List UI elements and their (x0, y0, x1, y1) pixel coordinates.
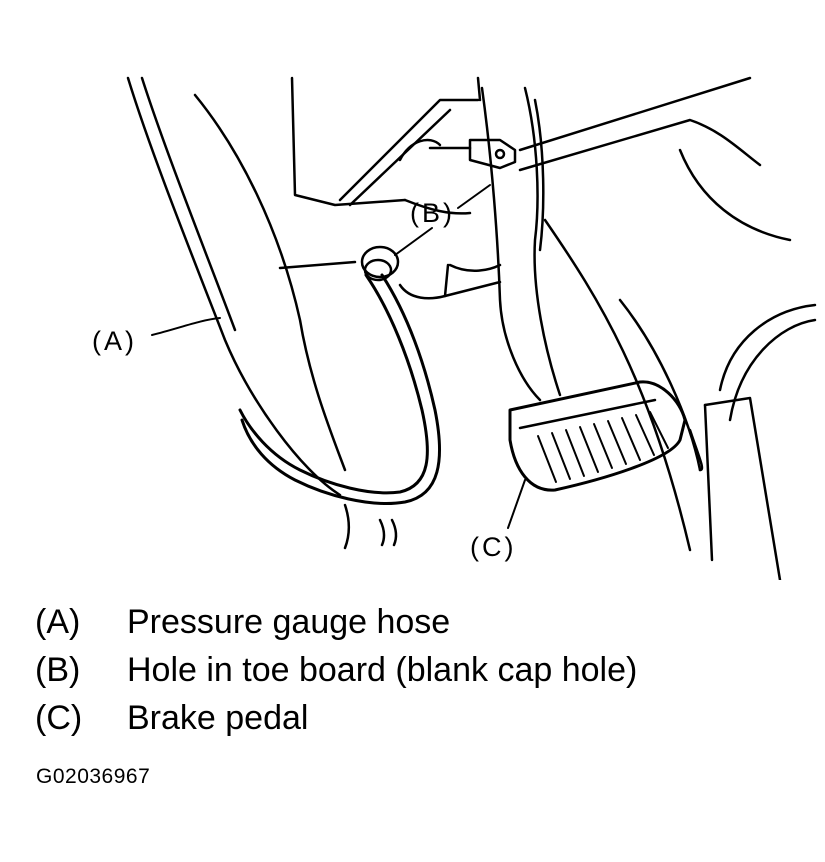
dash-diagonal (518, 76, 752, 152)
leader-line-b (394, 227, 433, 256)
legend-key: (A) (35, 603, 81, 641)
pressure-gauge-hose (238, 273, 429, 495)
trim-stroke-2 (378, 518, 386, 547)
legend-text: Hole in toe board (blank cap hole) (127, 651, 638, 689)
toe-board-left (278, 260, 357, 270)
pressure-gauge-hose-inner (240, 273, 441, 505)
pedal-grooves (537, 411, 669, 483)
kick-panel-inner-line (140, 76, 237, 332)
pedal-arm-right (523, 86, 562, 397)
callout-a: (A) (92, 326, 137, 356)
leader-line-c (507, 479, 526, 529)
pedal-arm-left (480, 86, 542, 402)
dash-diagonal-2 (518, 118, 762, 172)
floor-line-2 (618, 298, 702, 472)
figure-id: G02036967 (36, 765, 151, 788)
toe-board-floor (448, 263, 502, 272)
console-curve-2 (728, 318, 817, 422)
callout-c: (C) (470, 532, 516, 562)
clevis-pin (494, 148, 506, 160)
kick-panel-outline (126, 76, 342, 497)
brake-pedal-pad (508, 380, 687, 492)
brake-pedal-pad-face (518, 398, 657, 430)
legend-key: (B) (35, 651, 81, 689)
brake-pedal-illustration: (A) (B) (C) (92, 76, 817, 580)
legend-row-a: (A) Pressure gauge hose (35, 598, 637, 646)
toe-board-lower (443, 280, 502, 298)
clevis-bracket (468, 138, 517, 170)
dash-right-edge (476, 76, 482, 102)
kick-panel-curve (193, 93, 347, 472)
trim-stroke-1 (343, 503, 350, 550)
toe-board-top (403, 198, 472, 215)
trim-stroke-3 (390, 518, 398, 547)
legend-row-c: (C) Brake pedal (35, 694, 637, 742)
pedal-arm-inner (533, 98, 545, 252)
dash-cover (678, 148, 792, 242)
callout-b: (B) (410, 198, 455, 228)
legend-key: (C) (35, 699, 83, 737)
leader-line-a (151, 317, 221, 336)
legend-row-b: (B) Hole in toe board (blank cap hole) (35, 646, 637, 694)
legend-text: Brake pedal (127, 699, 309, 737)
leader-line-b2 (457, 184, 491, 209)
dash-lower-edge (290, 76, 407, 207)
toe-board-hole-inner (363, 258, 393, 282)
seat-edge (703, 396, 782, 580)
legend-text: Pressure gauge hose (127, 603, 451, 641)
dash-panel (338, 98, 480, 202)
toe-board-hole (360, 245, 400, 279)
floor-mat (688, 428, 704, 472)
brake-booster-hint (398, 138, 442, 162)
seat-edge-2 (703, 403, 714, 562)
console-curve (718, 303, 817, 392)
floor-line (543, 218, 692, 552)
toe-board-step (398, 263, 450, 300)
legend: (A) Pressure gauge hose (B) Hole in toe … (35, 598, 637, 742)
